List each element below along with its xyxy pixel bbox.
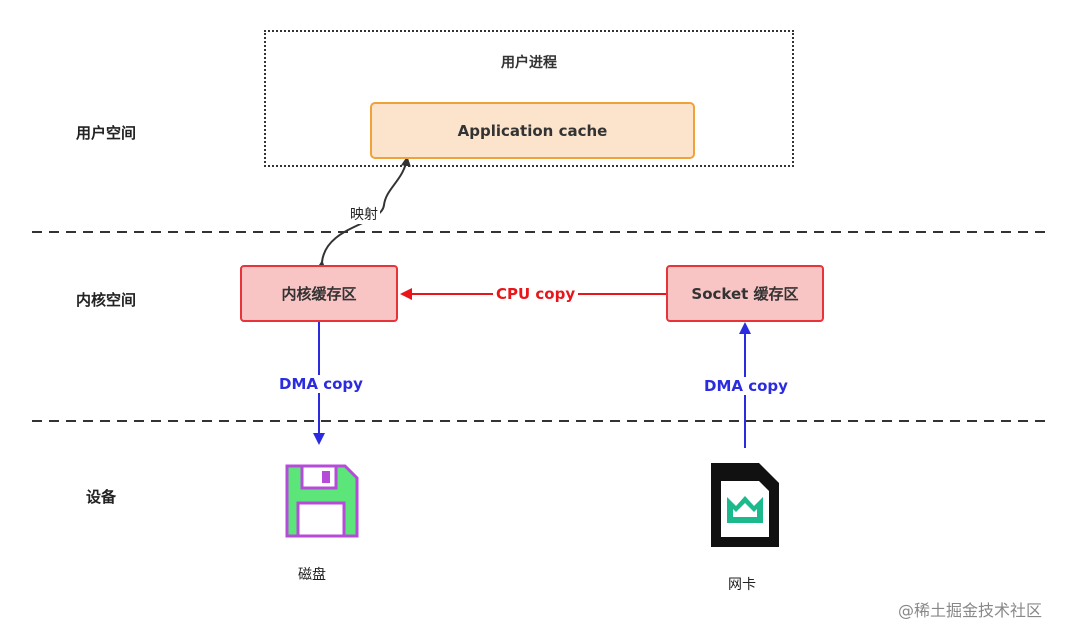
- dma-copy-left-label: DMA copy: [277, 375, 365, 393]
- disk-label: 磁盘: [298, 567, 326, 583]
- floppy-disk-icon: [285, 464, 359, 538]
- network-card-icon: [711, 463, 779, 547]
- socket-buffer-label: Socket 缓存区: [691, 285, 799, 303]
- application-cache-box: Application cache: [370, 102, 695, 159]
- zone-label-kernel-space: 内核空间: [76, 291, 137, 309]
- nic-label: 网卡: [728, 577, 756, 593]
- kernel-buffer-label: 内核缓存区: [281, 285, 357, 303]
- watermark: @稀土掘金技术社区: [898, 601, 1043, 620]
- application-cache-label: Application cache: [457, 121, 608, 140]
- kernel-buffer-box: 内核缓存区: [240, 265, 398, 322]
- socket-buffer-box: Socket 缓存区: [666, 265, 824, 322]
- zone-label-device: 设备: [86, 488, 117, 506]
- dma-copy-right-label: DMA copy: [702, 377, 790, 395]
- zone-label-user-space: 用户空间: [76, 124, 137, 142]
- user-process-container: 用户进程: [264, 30, 794, 167]
- cpu-copy-label: CPU copy: [493, 285, 579, 303]
- mapping-arrow: [316, 156, 411, 271]
- user-process-title: 用户进程: [501, 55, 557, 71]
- mapping-label: 映射: [348, 204, 380, 224]
